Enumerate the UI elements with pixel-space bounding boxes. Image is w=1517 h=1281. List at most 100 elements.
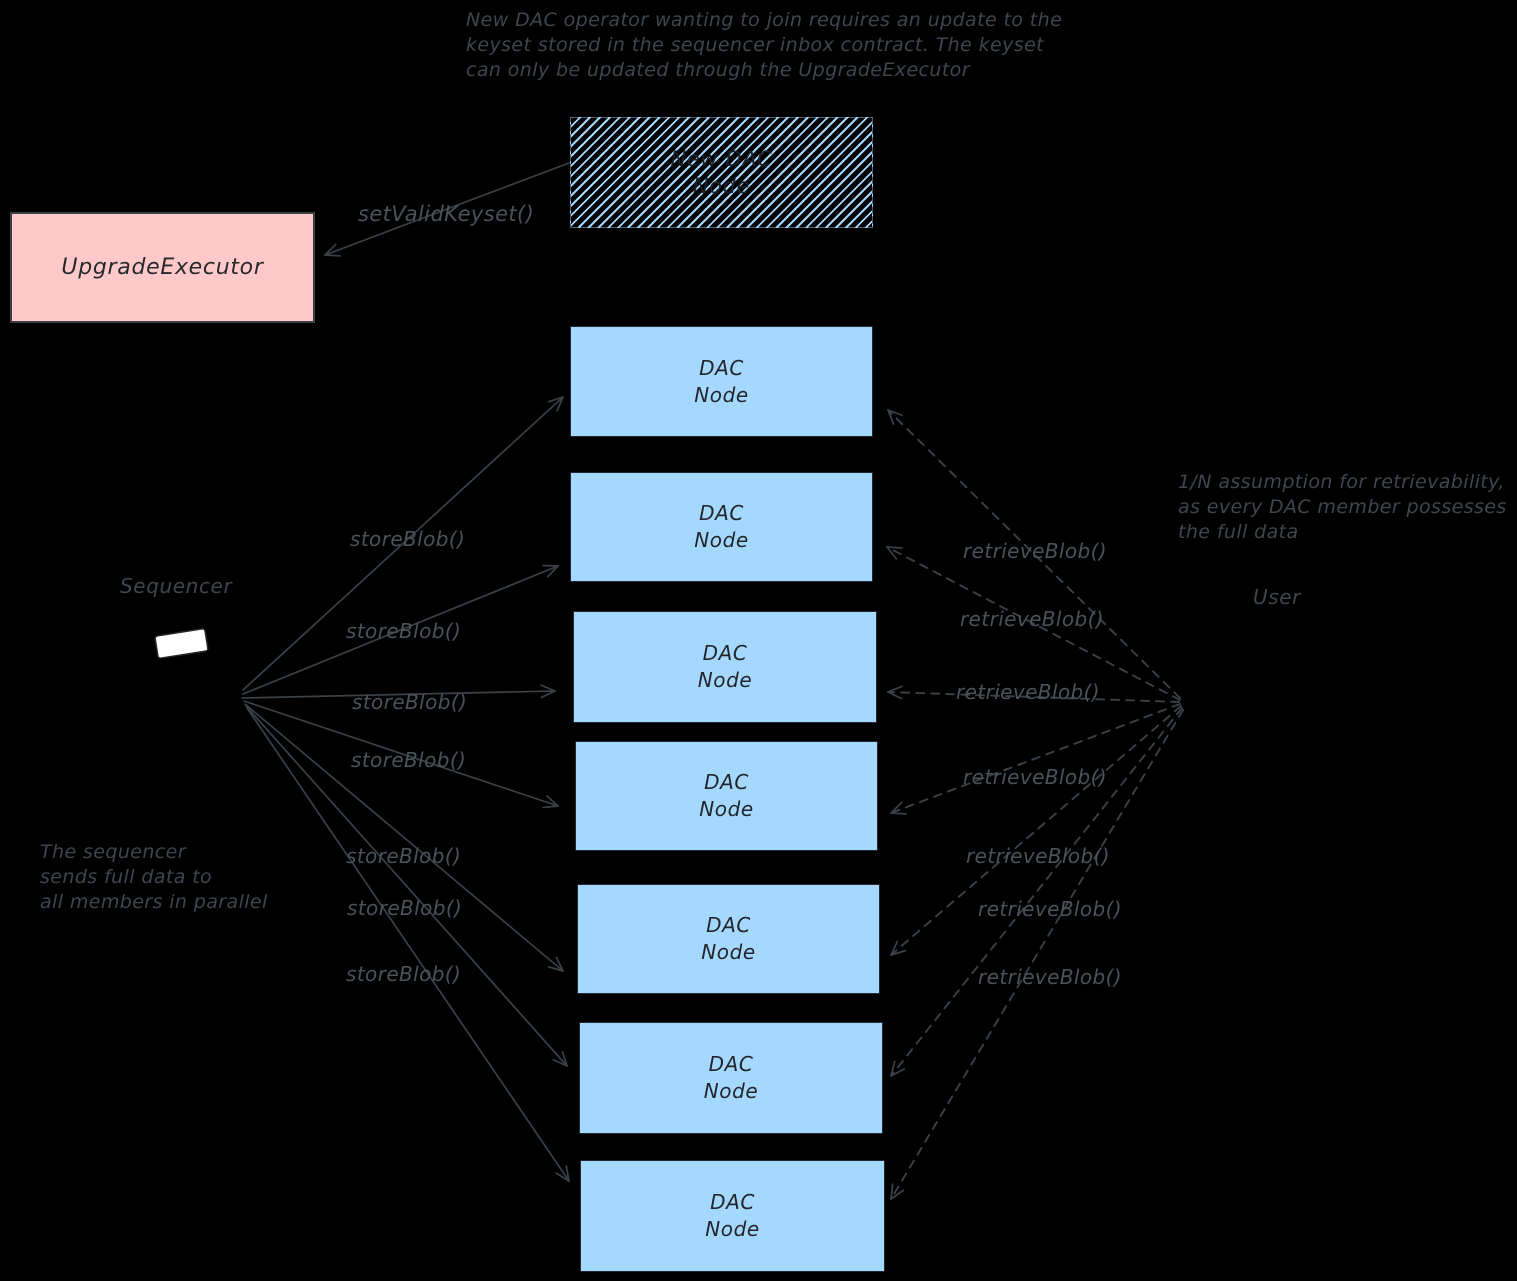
store-blob-label: storeBlob() [351, 748, 467, 772]
store-blob-arrow-head [552, 1058, 568, 1067]
retrieve-blob-arrow-head [886, 546, 903, 549]
retrieve-blob-label: retrieveBlob() [978, 965, 1123, 989]
retrieve-blob-label: retrieveBlob() [963, 765, 1108, 789]
set-valid-keyset-arrow [324, 162, 570, 256]
retrieve-blob-arrow-head [890, 1068, 906, 1077]
dac-node-box-1: DAC Node [570, 326, 873, 437]
store-blob-label: storeBlob() [352, 690, 468, 714]
store-blob-arrow [243, 700, 559, 807]
sequencer-note-line: all members in parallel [40, 891, 268, 913]
retrieve-blob-arrow-head [890, 940, 899, 956]
store-blob-arrow-head [565, 1165, 570, 1182]
dac-node-label: DAC [699, 355, 744, 380]
retrieve-blob-label: retrieveBlob() [956, 680, 1101, 704]
dac-node-label: DAC [710, 1190, 755, 1214]
dac-node-label: Node [705, 1217, 760, 1241]
dac-node-label: DAC [702, 641, 748, 665]
retrieve-blob-label: retrieveBlob() [966, 844, 1111, 868]
store-blob-arrow-head [542, 564, 559, 567]
store-blob-label: storeBlob() [346, 844, 462, 868]
keyset-note-line: can only be updated through the UpgradeE… [466, 59, 970, 81]
store-blob-label: storeBlob() [346, 619, 462, 643]
retrieve-blob-arrow-head [890, 812, 907, 815]
sequencer-note-line: The sequencer [40, 841, 186, 863]
dac-node-box-7: DAC Node [580, 1160, 885, 1272]
set-valid-keyset-label: setValidKeyset() [358, 202, 535, 226]
retrieve-blob-arrow [887, 691, 1180, 703]
retrieve-blob-arrow-head [887, 691, 903, 700]
set-valid-keyset-arrow-head [324, 243, 337, 256]
dac-node-box-6: DAC Node [579, 1022, 883, 1134]
sequencer-label: Sequencer [120, 574, 233, 598]
dac-node-label: DAC [706, 913, 751, 937]
store-blob-arrow [242, 565, 559, 695]
store-blob-label: storeBlob() [347, 896, 463, 920]
store-blob-arrow-head [546, 565, 559, 578]
store-blob-arrow-head [542, 805, 559, 809]
retrieve-blob-arrow-head [886, 546, 898, 560]
store-blob-arrow [245, 705, 568, 1067]
retrieve-blob-arrow-head [887, 409, 895, 425]
user-note-line: as every DAC member possesses [1178, 496, 1507, 518]
dac-node-label: Node [694, 528, 749, 552]
dac-node-label: Node [699, 797, 754, 821]
retrieve-blob-arrow [890, 709, 1184, 1200]
retrieve-blob-label: retrieveBlob() [960, 607, 1105, 631]
dac-node-label: Node [697, 668, 753, 692]
retrieve-blob-arrow [886, 546, 1181, 701]
sequencer-note-line: sends full data to [40, 866, 213, 888]
dac-node-label: Node [694, 382, 749, 407]
store-blob-arrow-head [555, 956, 564, 972]
store-blob-arrow-head [561, 1050, 568, 1067]
store-blob-arrow-head [556, 396, 564, 412]
dac-node-label: DAC [708, 1052, 754, 1076]
store-blob-arrow [246, 707, 570, 1182]
sequencer-note: The sequencer sends full data to all mem… [40, 840, 268, 915]
store-blob-label: storeBlob() [346, 962, 462, 986]
dac-node-box-4: DAC Node [575, 741, 878, 851]
retrieve-blob-arrow [890, 705, 1182, 956]
dac-node-box-5: DAC Node [577, 884, 880, 994]
user-note: 1/N assumption for retrievability, as ev… [1178, 470, 1507, 545]
user-note-line: the full data [1178, 521, 1299, 543]
dac-node-label: DAC [704, 770, 749, 794]
keyset-note-line: keyset stored in the sequencer inbox con… [466, 34, 1045, 56]
set-valid-keyset-arrow-head [324, 254, 341, 257]
store-blob-arrow [242, 396, 564, 691]
retrieve-blob-arrow-head [890, 949, 907, 956]
keyset-note-line: New DAC operator wanting to join require… [466, 9, 1063, 31]
store-blob-label: storeBlob() [350, 527, 466, 551]
retrieve-blob-arrow [887, 409, 1181, 699]
retrieve-blob-label: retrieveBlob() [978, 897, 1123, 921]
retrieve-blob-arrow [890, 707, 1183, 1077]
store-blob-arrow [241, 690, 556, 699]
keyset-note: New DAC operator wanting to join require… [466, 8, 1062, 83]
user-label: User [1253, 585, 1301, 609]
dac-node-box-3: DAC Node [573, 611, 877, 723]
store-blob-arrow-head [540, 684, 556, 692]
new-dac-node-box: New DAC Node [570, 117, 873, 228]
dac-node-label: Node [701, 940, 756, 964]
retrieve-blob-arrow-head [890, 801, 903, 814]
new-dac-node-label: Node [692, 173, 751, 198]
store-blob-arrow [244, 703, 564, 972]
upgrade-executor-label: UpgradeExecutor [61, 255, 264, 280]
retrieve-blob-arrow-head [890, 1189, 905, 1200]
retrieve-blob-arrow [890, 703, 1181, 814]
store-blob-arrow-head [547, 396, 564, 403]
upgrade-executor-box: UpgradeExecutor [10, 212, 315, 323]
retrieve-blob-arrow-head [890, 1060, 896, 1077]
store-blob-arrow-head [547, 966, 564, 972]
retrieve-blob-arrow-head [890, 1183, 894, 1200]
dac-node-box-2: DAC Node [570, 472, 873, 582]
dac-node-label: Node [703, 1079, 759, 1103]
dac-node-label: DAC [699, 501, 744, 525]
new-dac-node-label: New DAC [670, 146, 773, 171]
retrieve-blob-arrow-head [887, 685, 903, 693]
retrieve-blob-arrow-head [887, 409, 903, 417]
store-blob-arrow-head [546, 795, 559, 807]
store-blob-arrow-head [540, 690, 556, 699]
user-note-line: 1/N assumption for retrievability, [1178, 471, 1505, 493]
